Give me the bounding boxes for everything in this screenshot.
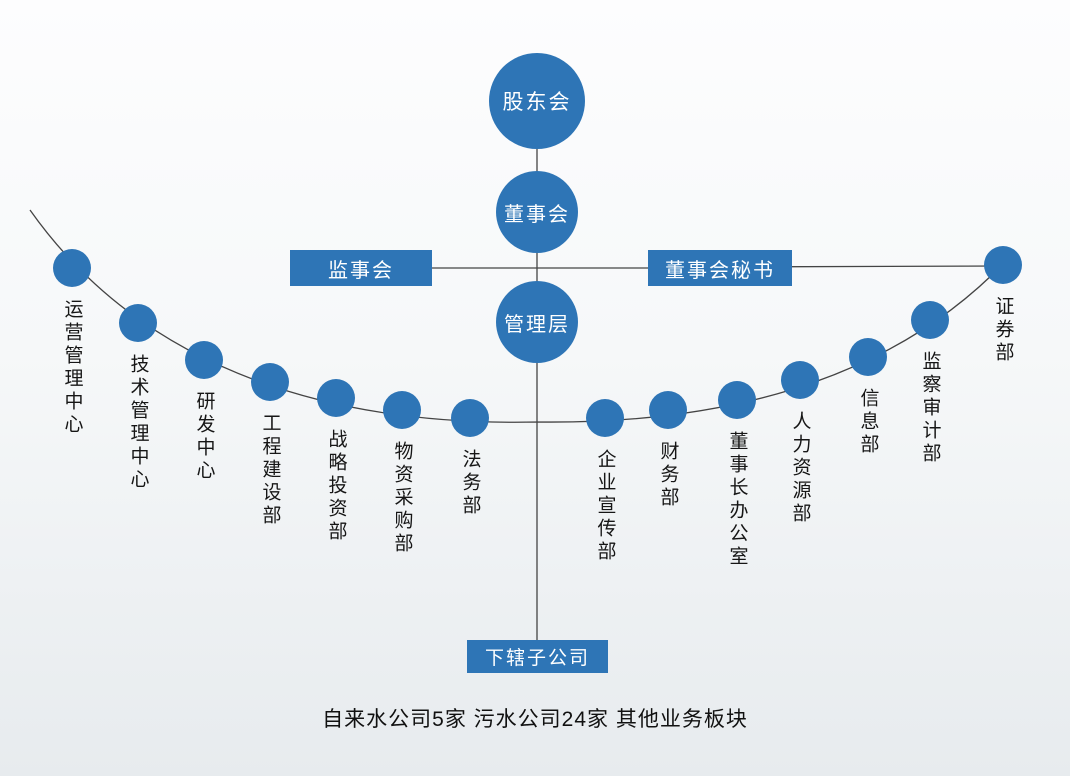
dept-label: 物资采购部 (391, 441, 413, 556)
subsidiaries-caption: 自来水公司5家 污水公司24家 其他业务板块 (322, 708, 748, 731)
dept-securities: 证券部 (984, 246, 1022, 365)
box-board-secretary: 董事会秘书 (648, 250, 792, 286)
dept-node-circle (984, 246, 1022, 284)
dept-technology-management-center: 技术管理中心 (119, 304, 157, 492)
dept-node-circle (53, 249, 91, 287)
node-management-label: 管理层 (504, 313, 570, 336)
dept-label: 企业宣传部 (594, 449, 616, 564)
dept-finance: 财务部 (649, 391, 687, 510)
dept-node-circle (383, 391, 421, 429)
subsidiaries-label: 下辖子公司 (484, 648, 590, 669)
node-shareholders: 股东会 (489, 53, 585, 149)
dept-node-circle (911, 301, 949, 339)
supervisory-board-label: 监事会 (328, 259, 394, 282)
dept-information: 信息部 (849, 338, 887, 457)
dept-corporate-publicity: 企业宣传部 (586, 399, 624, 564)
dept-human-resources: 人力资源部 (781, 361, 819, 526)
dept-label: 运营管理中心 (61, 299, 83, 437)
dept-rnd-center: 研发中心 (185, 341, 223, 483)
dept-node-circle (781, 361, 819, 399)
dept-label: 证券部 (992, 296, 1014, 365)
node-shareholders-label: 股东会 (502, 91, 572, 114)
node-management: 管理层 (496, 281, 578, 363)
dept-engineering-construction: 工程建设部 (251, 363, 289, 528)
node-board-of-directors: 董事会 (496, 171, 578, 253)
board-secretary-label: 董事会秘书 (665, 259, 775, 282)
dept-label: 人力资源部 (789, 411, 811, 526)
dept-label: 监察审计部 (919, 351, 941, 466)
dept-node-circle (185, 341, 223, 379)
dept-label: 研发中心 (193, 391, 215, 483)
dept-label: 财务部 (657, 441, 679, 510)
node-board-label: 董事会 (504, 203, 570, 226)
dept-chairman-office: 董事长办公室 (718, 381, 756, 569)
dept-node-circle (649, 391, 687, 429)
dept-node-circle (586, 399, 624, 437)
dept-node-circle (849, 338, 887, 376)
dept-label: 技术管理中心 (127, 354, 149, 492)
dept-label: 法务部 (459, 449, 481, 518)
dept-node-circle (718, 381, 756, 419)
dept-node-circle (317, 379, 355, 417)
box-subsidiaries: 下辖子公司 (467, 640, 608, 673)
dept-legal: 法务部 (451, 399, 489, 518)
dept-node-circle (251, 363, 289, 401)
dept-strategic-investment: 战略投资部 (317, 379, 355, 544)
dept-node-circle (119, 304, 157, 342)
dept-node-circle (451, 399, 489, 437)
dept-label: 信息部 (857, 388, 879, 457)
dept-operations-management-center: 运营管理中心 (53, 249, 91, 437)
dept-supervision-audit: 监察审计部 (911, 301, 949, 466)
dept-material-procurement: 物资采购部 (383, 391, 421, 556)
box-supervisory-board: 监事会 (290, 250, 432, 286)
dept-label: 战略投资部 (325, 429, 347, 544)
dept-label: 工程建设部 (259, 413, 281, 528)
dept-label: 董事长办公室 (726, 431, 748, 569)
